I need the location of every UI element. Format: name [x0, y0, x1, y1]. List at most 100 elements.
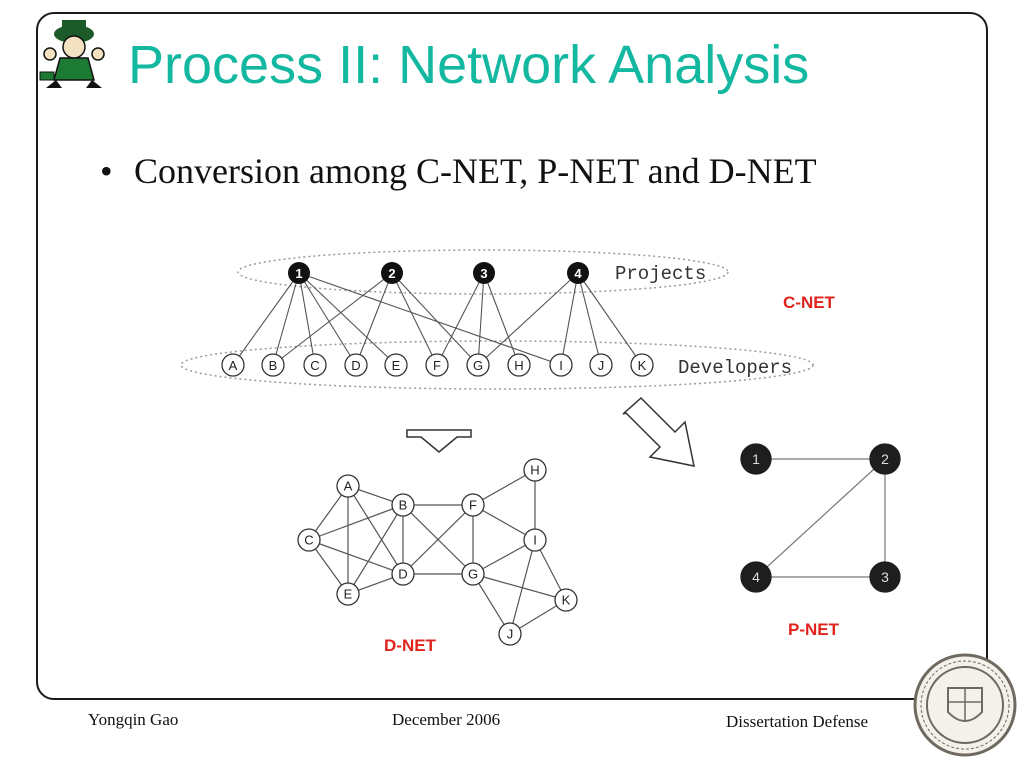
dnet-node-circle	[523, 458, 547, 482]
university-seal-icon	[913, 653, 1017, 757]
cnet-edge	[272, 272, 300, 366]
cnet-project-node-3: 3	[473, 262, 495, 284]
dnet-node-b: B	[391, 493, 415, 517]
cnet-project-circle	[288, 262, 310, 284]
cnet-project-label: 3	[480, 266, 487, 281]
cnet-edge	[298, 272, 316, 366]
cnet-developer-circle	[630, 353, 654, 377]
cnet-developer-circle	[344, 353, 368, 377]
cnet-developer-circle	[384, 353, 408, 377]
cnet-edge	[232, 272, 300, 366]
dnet-edge	[347, 504, 404, 595]
pnet-node-3: 3	[869, 561, 901, 593]
cnet-edge	[298, 272, 397, 366]
dnet-edge	[308, 539, 404, 575]
dnet-edge	[472, 504, 536, 541]
cnet-developer-node-k: K	[630, 353, 654, 377]
dnet-node-label: I	[533, 533, 537, 548]
dnet-edge	[472, 539, 536, 575]
cnet-edge	[436, 272, 485, 366]
cnet-developer-node-a: A	[221, 353, 245, 377]
dnet-node-label: D	[398, 567, 407, 582]
dnet-node-label: H	[530, 463, 539, 478]
dnet-node-label: A	[344, 479, 353, 494]
pnet-node-circle	[740, 443, 772, 475]
cnet-project-circle	[381, 262, 403, 284]
dnet-edge	[347, 485, 404, 575]
dnet-node-circle	[523, 528, 547, 552]
cnet-edge	[391, 272, 438, 366]
cnet-developer-node-d: D	[344, 353, 368, 377]
cnet-developer-circle	[507, 353, 531, 377]
dnet-node-circle	[461, 493, 485, 517]
dnet-node-circle	[498, 622, 522, 646]
cnet-project-node-4: 4	[567, 262, 589, 284]
cnet-developer-label: F	[433, 358, 441, 373]
cnet-project-circle	[473, 262, 495, 284]
bullet-symbol: •	[100, 151, 113, 191]
dnet-node-circle	[391, 493, 415, 517]
dnet-node-circle	[297, 528, 321, 552]
footer-author: Yongqin Gao	[88, 710, 179, 729]
cnet-developer-node-e: E	[384, 353, 408, 377]
cnet-developer-label: J	[598, 358, 605, 373]
cnet-developer-node-g: G	[466, 353, 490, 377]
slide-title: Process II: Network Analysis	[128, 35, 810, 95]
cnet-developer-circle	[549, 353, 573, 377]
pnet-node-4: 4	[740, 561, 772, 593]
pnet-node-label: 3	[881, 569, 889, 585]
dnet-node-label: G	[468, 567, 478, 582]
pnet-node-label: 1	[752, 451, 760, 467]
projects-label: Projects	[615, 263, 706, 285]
diagonal-arrow-icon	[622, 396, 695, 467]
cnet-developer-circle	[221, 353, 245, 377]
pnet-node-circle	[740, 561, 772, 593]
cnet-project-label: 4	[574, 266, 582, 281]
cnet-label: C-NET	[783, 293, 836, 312]
dnet-node-g: G	[461, 562, 485, 586]
cnet-project-node-2: 2	[381, 262, 403, 284]
dnet-node-c: C	[297, 528, 321, 552]
cnet-edge	[477, 272, 579, 366]
bullet-text: Conversion among C-NET, P-NET and D-NET	[134, 151, 817, 191]
cnet-edge	[477, 272, 485, 366]
dnet-node-e: E	[336, 582, 360, 606]
cnet-edge	[391, 272, 479, 366]
cnet-developer-circle	[425, 353, 449, 377]
cnet-project-label: 1	[295, 266, 302, 281]
dnet-edge	[509, 539, 536, 635]
dnet-node-circle	[391, 562, 415, 586]
pnet-label: P-NET	[788, 620, 840, 639]
dnet-node-circle	[554, 588, 578, 612]
cnet-developer-label: D	[351, 358, 360, 373]
leprechaun-logo-icon	[39, 20, 105, 88]
dnet-node-label: C	[304, 533, 313, 548]
cnet-developer-circle	[466, 353, 490, 377]
dnet-node-i: I	[523, 528, 547, 552]
dnet-node-j: J	[498, 622, 522, 646]
cnet-developer-label: E	[392, 358, 401, 373]
dnet-node-circle	[336, 582, 360, 606]
dnet-node-label: F	[469, 498, 477, 513]
cnet-project-label: 2	[388, 266, 395, 281]
cnet-edge	[298, 272, 357, 366]
dnet-node-h: H	[523, 458, 547, 482]
developers-label: Developers	[678, 357, 792, 379]
cnet-developer-node-c: C	[303, 353, 327, 377]
dnet-node-circle	[336, 474, 360, 498]
projects-ellipse	[237, 249, 729, 295]
cnet-developer-label: H	[514, 358, 523, 373]
cnet-edge	[560, 272, 579, 366]
dnet-edge	[308, 504, 404, 541]
cnet-developer-node-h: H	[507, 353, 531, 377]
slide-frame	[36, 12, 988, 700]
cnet-developer-label: I	[559, 358, 563, 373]
dnet-node-label: B	[399, 498, 408, 513]
cnet-developer-node-b: B	[261, 353, 285, 377]
cnet-developer-node-i: I	[549, 353, 573, 377]
pnet-node-1: 1	[740, 443, 772, 475]
